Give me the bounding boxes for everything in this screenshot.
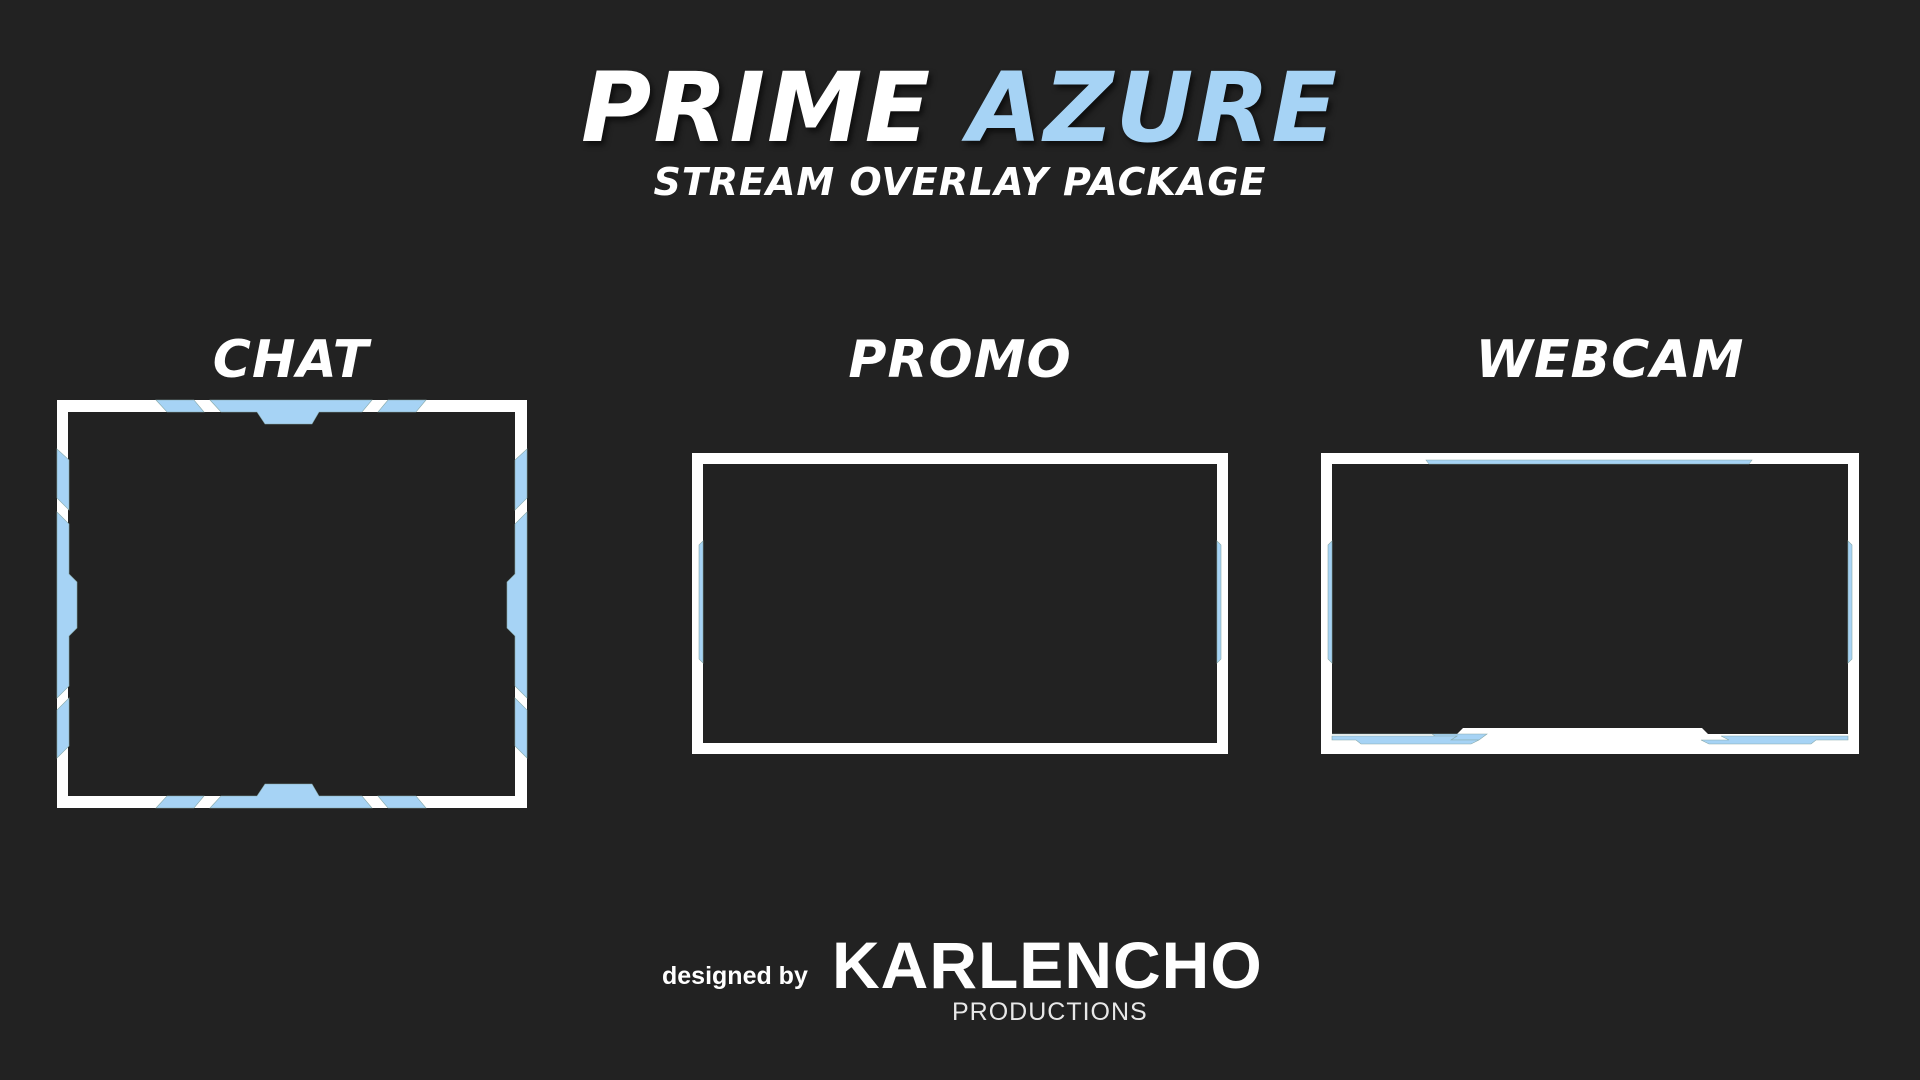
brand-logo-text: KARLENCHO (832, 928, 1263, 1002)
webcam-label: WEBCAM (1475, 330, 1745, 390)
package-subtitle: STREAM OVERLAY PACKAGE (653, 160, 1267, 204)
promo-frame (692, 453, 1228, 754)
designed-by-text: designed by (662, 962, 808, 990)
chat-label: CHAT (212, 330, 370, 390)
title-azure: AZURE (967, 52, 1339, 164)
chat-frame (56, 399, 528, 809)
package-title: PRIME AZURE (0, 58, 1920, 158)
brand-subtitle: PRODUCTIONS (952, 998, 1148, 1026)
webcam-frame (1321, 453, 1859, 754)
promo-label: PROMO (848, 330, 1072, 390)
title-prime: PRIME (581, 52, 933, 164)
